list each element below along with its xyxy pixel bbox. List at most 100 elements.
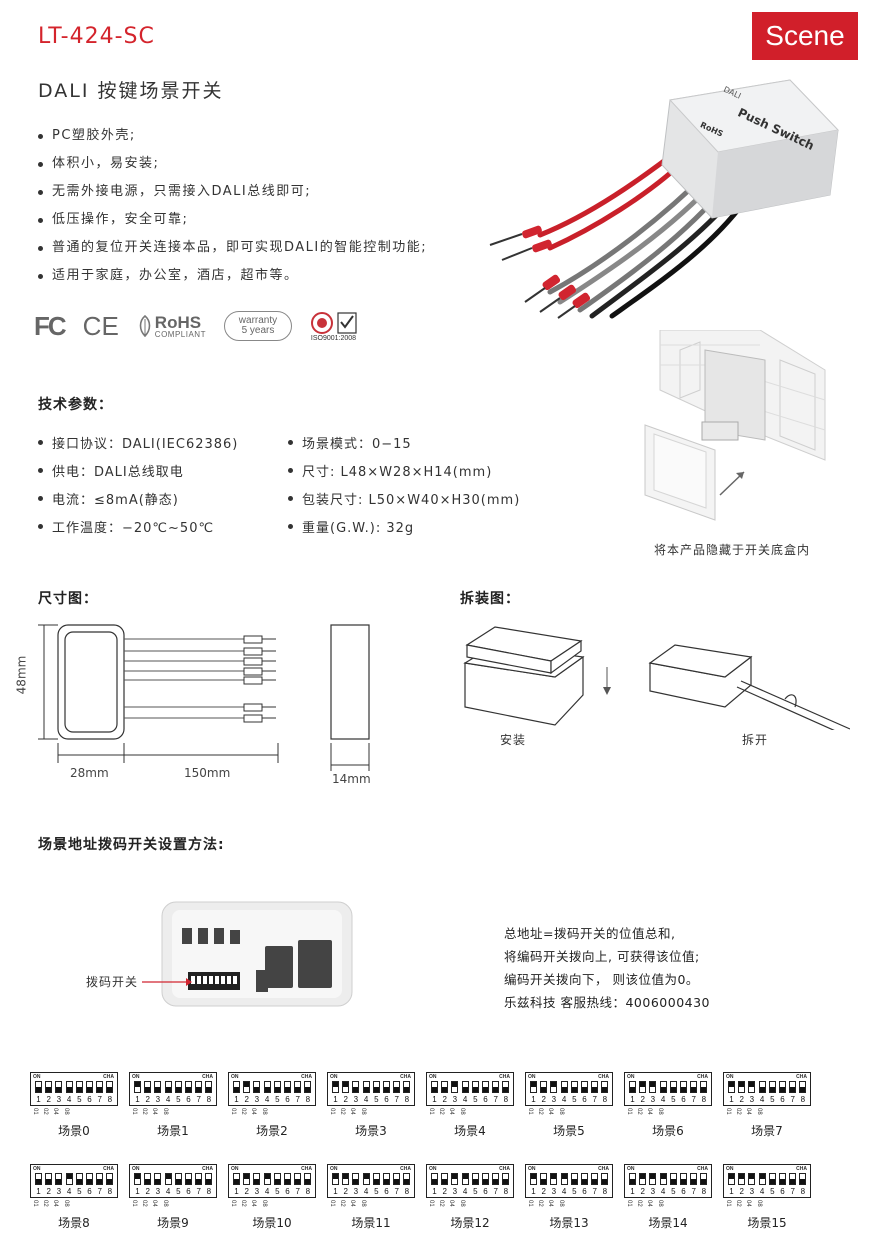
ce-logo: CE	[82, 310, 119, 341]
dip-bit-value: 08	[656, 1108, 663, 1115]
dip-bit-value: 02	[636, 1200, 643, 1207]
scene-label: 场景4	[454, 1124, 486, 1138]
dimension-title: 尺寸图：	[38, 591, 98, 607]
dip-knob	[384, 1179, 389, 1184]
dip-position-number: 3	[353, 1187, 359, 1196]
certification-row: FC CE RoHS COMPLIANT warranty 5 years IS…	[34, 306, 357, 346]
dip-cha-label: CHA	[103, 1074, 114, 1080]
dip-bit-value: 04	[547, 1108, 554, 1115]
dip-position-number: 7	[592, 1095, 597, 1104]
iso-cert-icon	[337, 311, 357, 334]
dip-toggle	[304, 1173, 312, 1185]
dip-knob	[749, 1082, 755, 1087]
dip-position-number: 4	[363, 1187, 369, 1196]
iso-seal-icon	[310, 311, 333, 334]
dip-position-number: 7	[196, 1095, 201, 1104]
dip-position-number: 3	[353, 1095, 359, 1104]
scene-label: 场景3	[355, 1124, 387, 1138]
bullet-icon	[288, 439, 293, 445]
dip-knob	[602, 1087, 608, 1092]
dip-knob	[254, 1087, 260, 1092]
dip-toggle	[799, 1081, 807, 1093]
dip-toggle	[205, 1173, 213, 1185]
dip-toggle	[482, 1081, 489, 1093]
dip-position-number: 5	[275, 1187, 280, 1196]
dip-toggle	[441, 1081, 449, 1093]
param-item: 包装尺寸: L50×W40×H30(mm)	[288, 484, 520, 512]
dip-position-number: 2	[343, 1095, 348, 1104]
dip-toggle	[530, 1081, 537, 1093]
dip-on-label: ON	[528, 1166, 536, 1172]
dip-position-number: 4	[462, 1095, 468, 1104]
dip-knob	[196, 1087, 202, 1092]
dip-knob	[333, 1082, 338, 1087]
dip-on-label: ON	[429, 1166, 437, 1172]
param-item: 场景模式：0−15	[288, 428, 520, 456]
dip-knob	[333, 1174, 338, 1179]
tech-params-right: 场景模式：0−15 尺寸: L48×W28×H14(mm) 包装尺寸: L50×…	[288, 428, 520, 540]
dip-bit-value: 02	[735, 1108, 742, 1115]
param-item: 接口协议：DALI(IEC62386)	[38, 428, 238, 456]
dip-bit-value: 04	[745, 1108, 752, 1115]
dip-toggle	[86, 1173, 93, 1185]
dip-toggle	[352, 1081, 360, 1093]
dip-toggle	[55, 1173, 63, 1185]
dip-position-number: 6	[285, 1187, 290, 1196]
dip-position-number: 7	[394, 1095, 399, 1104]
fcc-logo: FC	[34, 310, 67, 341]
dip-position-number: 3	[551, 1187, 557, 1196]
dip-knob	[800, 1087, 806, 1092]
dip-bit-value: 01	[527, 1108, 533, 1115]
dip-knob	[462, 1174, 468, 1179]
dip-toggle	[601, 1173, 609, 1185]
dip-bit-value: 01	[32, 1108, 38, 1115]
dip-bit-value: 02	[42, 1200, 49, 1207]
dip-position-number: 1	[333, 1187, 338, 1196]
feature-list: PC塑胶外壳; 体积小，易安装; 无需外接电源，只需接入DALI总线即可; 低压…	[38, 122, 427, 290]
dip-bit-value: 04	[52, 1108, 59, 1115]
dip-position-number: 5	[77, 1095, 82, 1104]
dip-bit-value: 04	[349, 1200, 356, 1207]
height-label: 48mm	[14, 655, 29, 695]
dip-bit-value: 08	[458, 1200, 465, 1207]
dip-knob	[472, 1179, 478, 1184]
dip-knob	[264, 1087, 270, 1092]
dip-knob	[87, 1179, 92, 1184]
dip-knob	[165, 1174, 171, 1179]
dip-toggle	[560, 1173, 568, 1185]
dip-bit-value: 01	[527, 1200, 533, 1207]
dip-position-number: 2	[46, 1095, 51, 1104]
dip-knob	[701, 1087, 707, 1092]
dip-toggle	[294, 1173, 302, 1185]
dip-toggle	[690, 1173, 698, 1185]
dip-position-number: 1	[630, 1095, 635, 1104]
dip-toggle	[75, 1173, 83, 1185]
dip-knob	[452, 1082, 458, 1087]
dip-bit-value: 02	[339, 1108, 346, 1115]
dip-knob	[66, 1174, 72, 1179]
dip-knob	[531, 1082, 536, 1087]
dip-toggle	[185, 1081, 192, 1093]
dip-bit-value: 01	[725, 1200, 731, 1207]
dip-toggle	[768, 1081, 776, 1093]
dip-knob	[640, 1082, 646, 1087]
dip-bit-value: 01	[230, 1108, 236, 1115]
dip-toggle	[649, 1081, 657, 1093]
dip-position-number: 7	[493, 1187, 498, 1196]
dip-knob	[452, 1174, 458, 1179]
dip-position-number: 1	[36, 1095, 41, 1104]
dip-toggle	[779, 1173, 786, 1185]
dip-toggle	[550, 1173, 558, 1185]
dip-position-number: 5	[77, 1187, 82, 1196]
dip-toggle	[253, 1081, 261, 1093]
dip-position-number: 2	[739, 1095, 744, 1104]
dip-bit-value: 01	[131, 1200, 137, 1207]
dip-toggle	[581, 1081, 588, 1093]
dip-knob	[493, 1087, 499, 1092]
